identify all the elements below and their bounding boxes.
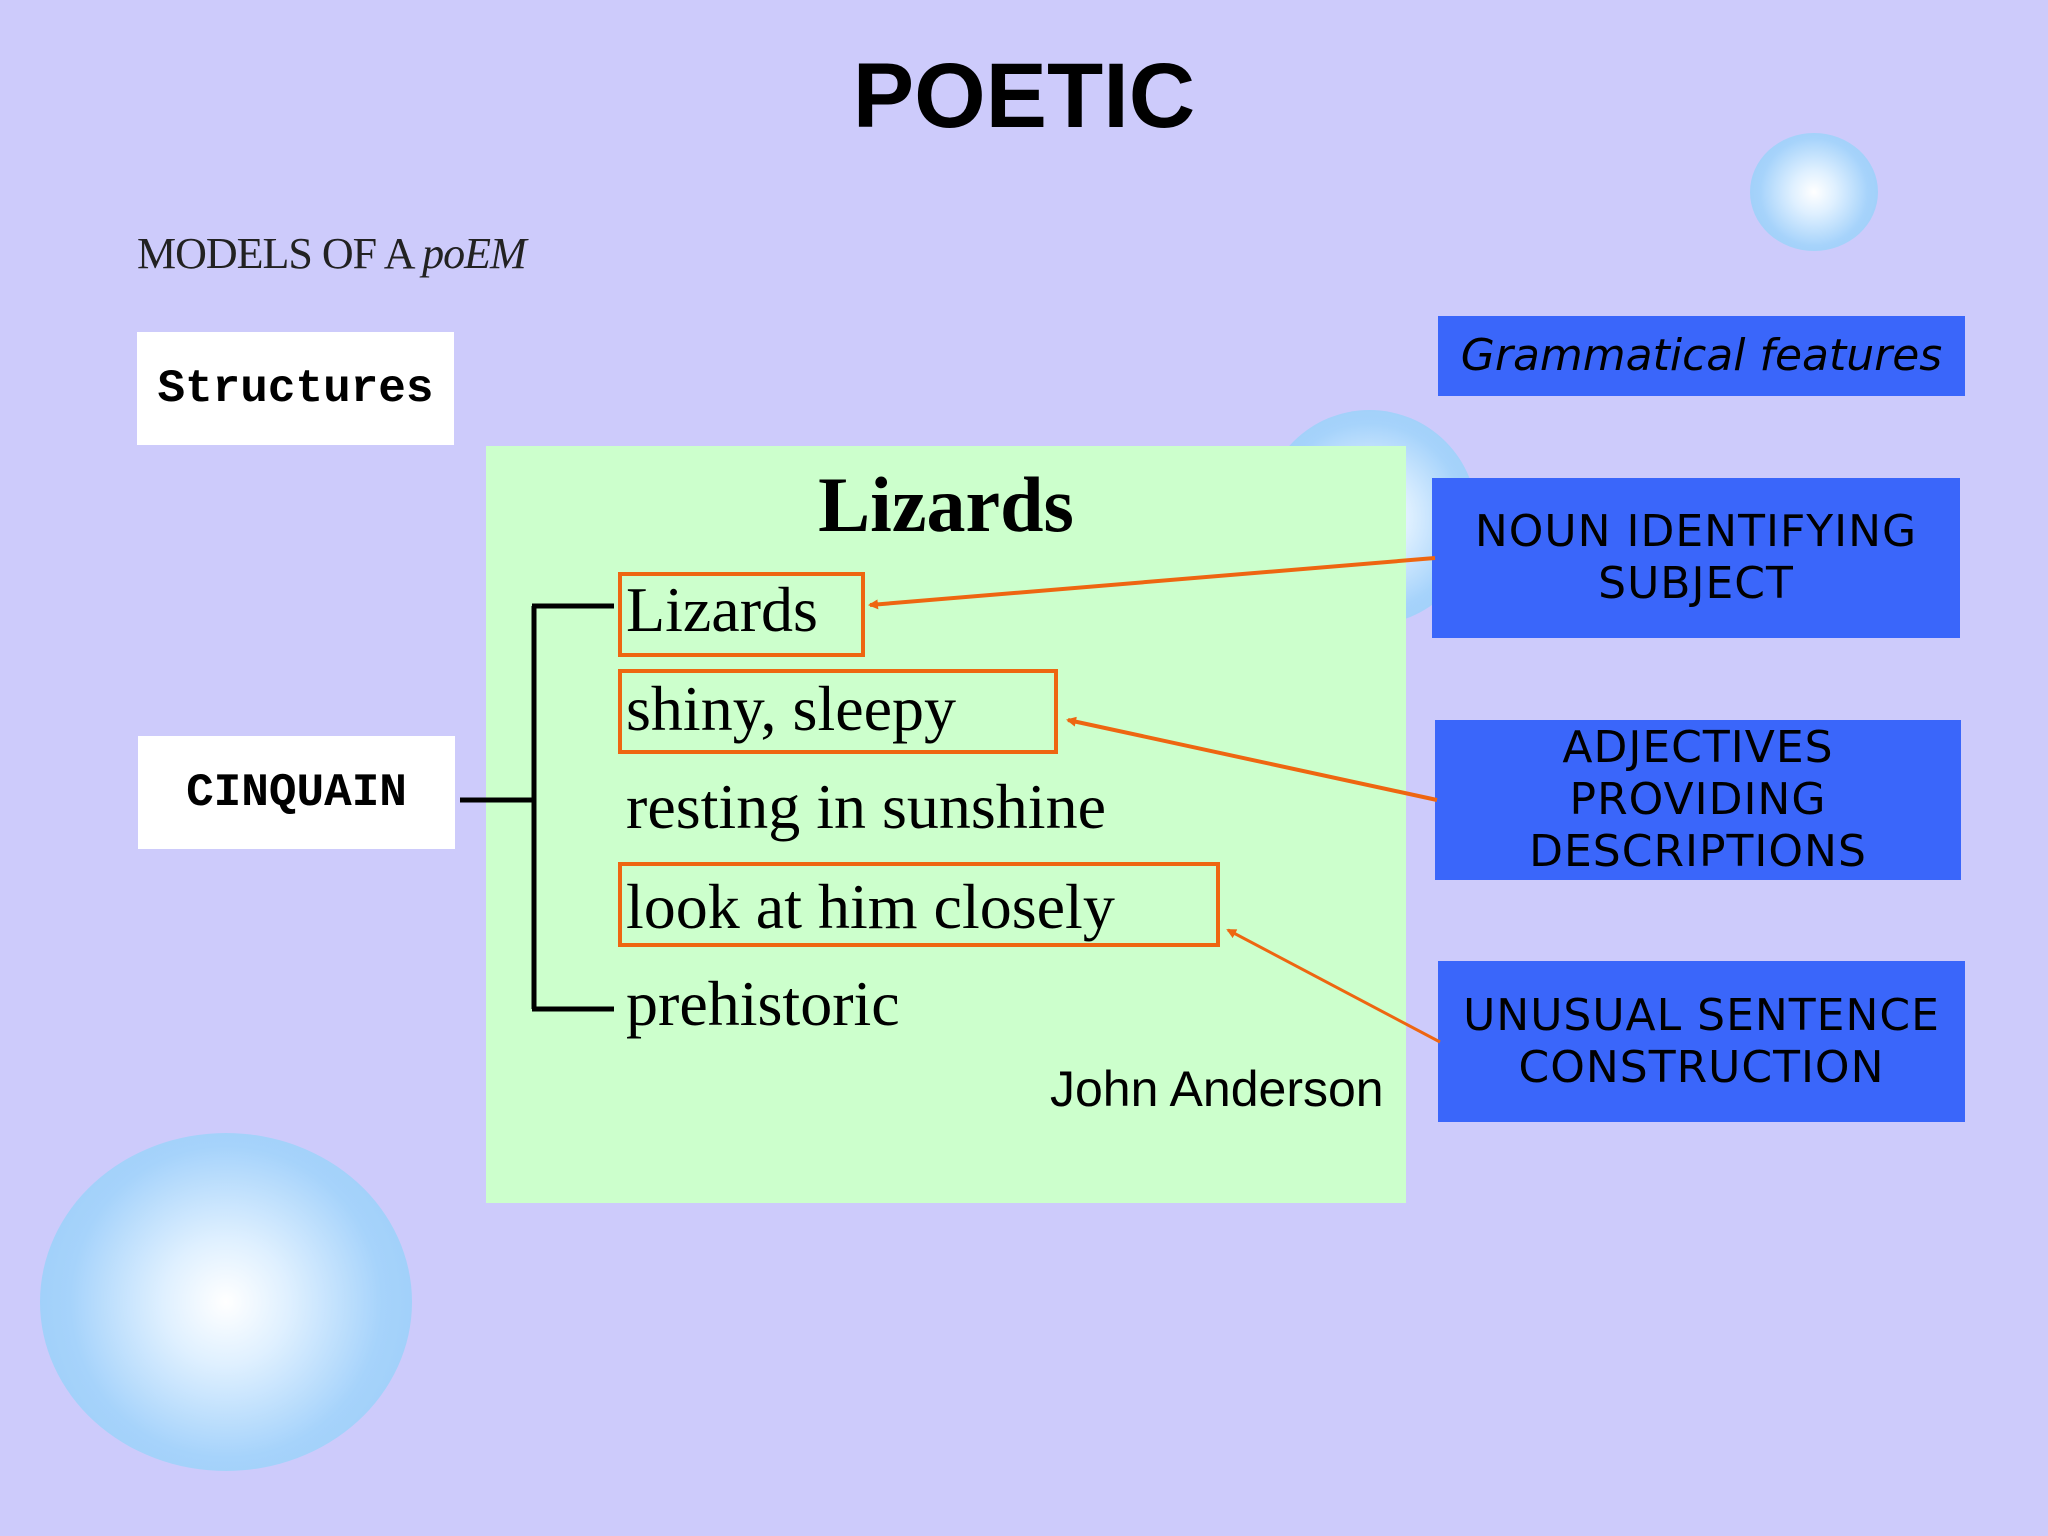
decorative-bubble-bottom-left [40,1133,412,1471]
slide-subtitle: MODELS OF A poEM [137,228,527,279]
poem-line-2: shiny, sleepy [626,673,957,744]
slide-title: POETIC [852,45,1196,147]
decorative-bubble-top-right [1750,133,1878,251]
poem-line-3: resting in sunshine [626,771,1106,842]
poem-title: Lizards [818,461,1074,548]
subtitle-main: MODELS OF A [137,229,423,278]
feature-noun-box: NOUN IDENTIFYING SUBJECT [1432,478,1960,638]
poem-line-4: look at him closely [626,871,1115,942]
poem-line-5: prehistoric [626,968,900,1039]
structures-label: Structures [137,332,454,445]
highlight-unusual [618,862,1220,947]
feature-adjectives-box: ADJECTIVES PROVIDING DESCRIPTIONS [1435,720,1961,880]
feature-unusual-box: UNUSUAL SENTENCE CONSTRUCTION [1438,961,1965,1122]
poem-line-1: Lizards [626,574,818,645]
subtitle-italic: poEM [422,229,527,278]
highlight-noun [618,572,865,657]
poem-author: John Anderson [1050,1061,1384,1117]
highlight-adjectives [618,669,1058,754]
cinquain-label: CINQUAIN [138,736,455,849]
grammatical-features-heading: Grammatical features [1438,316,1965,396]
